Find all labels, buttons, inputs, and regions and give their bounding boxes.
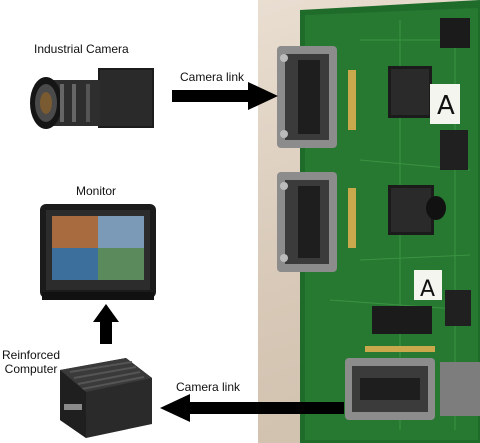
camera-link-connector-middle (277, 172, 337, 272)
camera-label: Industrial Camera (34, 42, 129, 56)
pcb-chips (372, 18, 471, 334)
camera-link-connector-bottom (345, 358, 480, 420)
monitor-image (40, 204, 156, 300)
board-marking-2: A (420, 277, 435, 302)
pcb-board: A A (300, 0, 480, 443)
computer-label: Reinforced Computer (2, 348, 61, 377)
arrow-camera-to-board (172, 82, 278, 110)
arrows (93, 82, 344, 422)
board-sticker (426, 196, 446, 220)
label-patch-top (430, 84, 460, 124)
camera-link-bottom-label: Camera link (176, 380, 241, 394)
camera-link-top-label: Camera link (180, 70, 245, 84)
label-patch-bottom (414, 270, 442, 300)
industrial-camera-image (30, 68, 154, 129)
pcb-pins (348, 70, 435, 352)
board-marking-1: A (437, 91, 455, 121)
monitor-label: Monitor (76, 184, 117, 198)
reinforced-computer-image (60, 358, 152, 438)
arrow-board-to-computer (160, 394, 344, 422)
arrow-computer-to-monitor (93, 304, 119, 344)
camera-link-connector-top (277, 46, 337, 148)
